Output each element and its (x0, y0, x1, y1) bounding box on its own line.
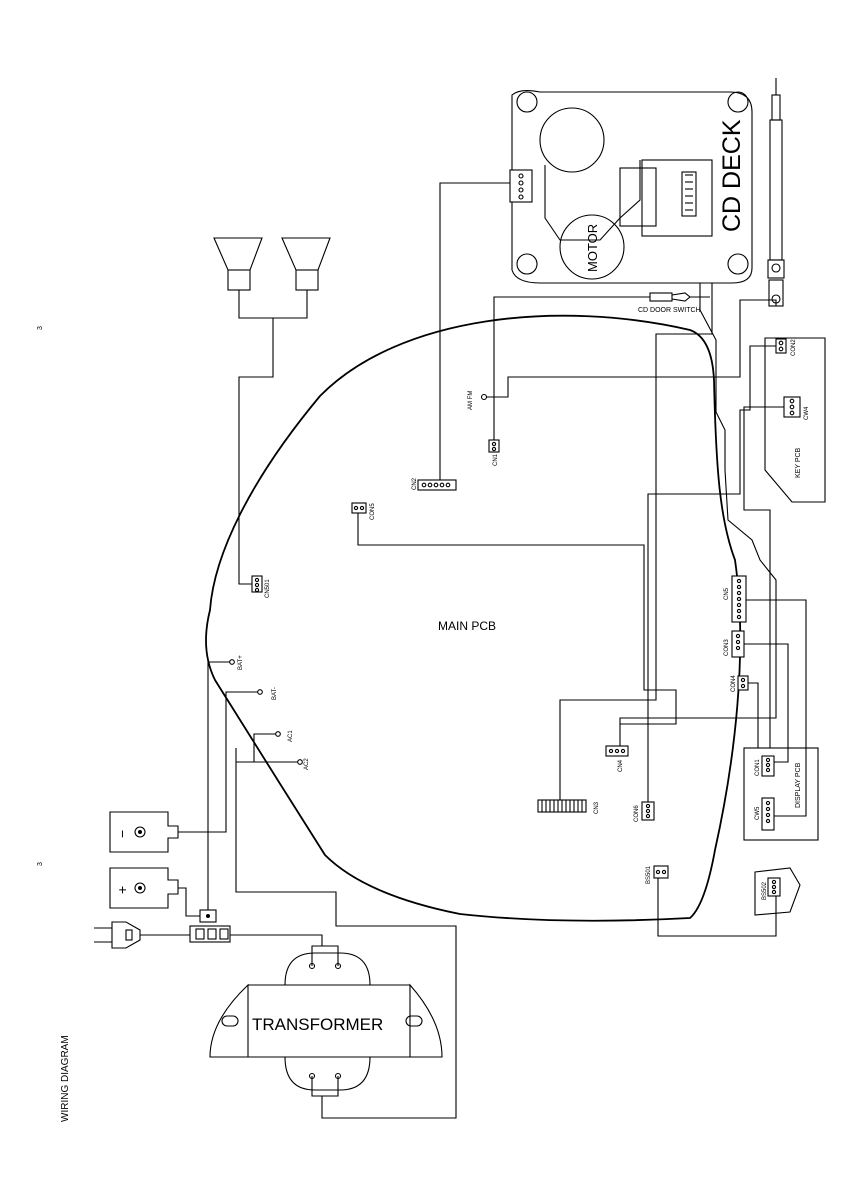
bat-minus-terminal: BAT- (257, 687, 278, 700)
battery-minus-terminal: − (109, 811, 179, 853)
cn3-label: CN3 (594, 801, 600, 814)
cd-door-switch: CD DOOR SWITCH (638, 292, 710, 314)
ac1-terminal: AC1 (275, 730, 294, 742)
speaker-left-icon (213, 237, 263, 291)
ac2-terminal: AC2 (297, 758, 310, 770)
key-pcb: KEY PCB CON2 CW4 (764, 337, 826, 503)
key-cw4-label: CW4 (804, 406, 810, 420)
cw5-label: CW5 (755, 806, 761, 820)
diagram-title: WIRING DIAGRAM (60, 1035, 71, 1122)
bat-plus-label: BAT+ (238, 655, 244, 670)
display-pcb-label: DISPLAY PCB (795, 762, 802, 808)
con4-connector: CON4 (731, 675, 749, 692)
wires (178, 182, 807, 1119)
motor-label: MOTOR (585, 224, 600, 272)
key-con2-label: CON2 (791, 339, 797, 356)
bs501-label: BS501 (646, 865, 652, 884)
cn4-label: CN4 (618, 759, 624, 772)
con1-label: CON1 (755, 759, 761, 776)
cn2-label: CN2 (412, 477, 418, 490)
con6-connector: CON6 (634, 801, 655, 822)
cn5-label: CN5 (724, 587, 730, 600)
cn1-connector: CN1 (488, 439, 500, 466)
ac1-label: AC1 (288, 730, 294, 742)
cn501-connector: CN501 (251, 575, 271, 598)
ac2-label: AC2 (304, 758, 310, 770)
cd-deck: MOTOR CD DECK (509, 89, 753, 284)
battery-plus-terminal: + (109, 867, 179, 909)
cn4-connector: CN4 (605, 745, 629, 772)
page-mark-bottom: 3 (37, 862, 44, 866)
bs502-pcb: BS502 (754, 867, 801, 916)
bs502-label: BS502 (762, 881, 768, 900)
bat-minus-label: BAT- (272, 687, 278, 700)
main-pcb-label: MAIN PCB (438, 619, 496, 633)
con4-label: CON4 (731, 675, 737, 692)
battery-minus-symbol: − (114, 830, 130, 838)
transformer: TRANSFORMER (209, 952, 443, 1091)
speaker-right-icon (281, 237, 331, 291)
bs501-connector: BS501 (646, 865, 669, 884)
con5-connector: CON5 (351, 502, 376, 520)
ac-plug-icon (94, 921, 190, 949)
cn3-connector: CN3 (537, 799, 600, 814)
transformer-label: TRANSFORMER (252, 1015, 383, 1034)
am-fm-label: AM FM (468, 391, 474, 410)
con6-label: CON6 (634, 805, 640, 822)
con3-connector: CON3 (724, 630, 745, 658)
cn1-label: CN1 (493, 453, 499, 466)
key-pcb-label: KEY PCB (795, 447, 802, 478)
antenna-icon (767, 78, 785, 307)
con5-label: CON5 (370, 503, 376, 520)
cd-deck-label: CD DECK (718, 119, 746, 232)
display-pcb: DISPLAY PCB CON1 CW5 (743, 747, 819, 841)
power-socket (189, 909, 231, 943)
page-mark-top: 3 (37, 326, 44, 330)
am-fm-terminal: AM FM (468, 391, 488, 410)
cn2-connector: CN2 (412, 477, 457, 491)
cd-door-switch-label: CD DOOR SWITCH (638, 307, 701, 314)
con3-label: CON3 (724, 639, 730, 656)
bat-plus-terminal: BAT+ (229, 655, 244, 670)
main-pcb-outline (205, 314, 742, 922)
cn501-label: CN501 (265, 579, 271, 598)
battery-plus-symbol: + (114, 886, 130, 894)
cn5-connector: CN5 (724, 575, 747, 623)
